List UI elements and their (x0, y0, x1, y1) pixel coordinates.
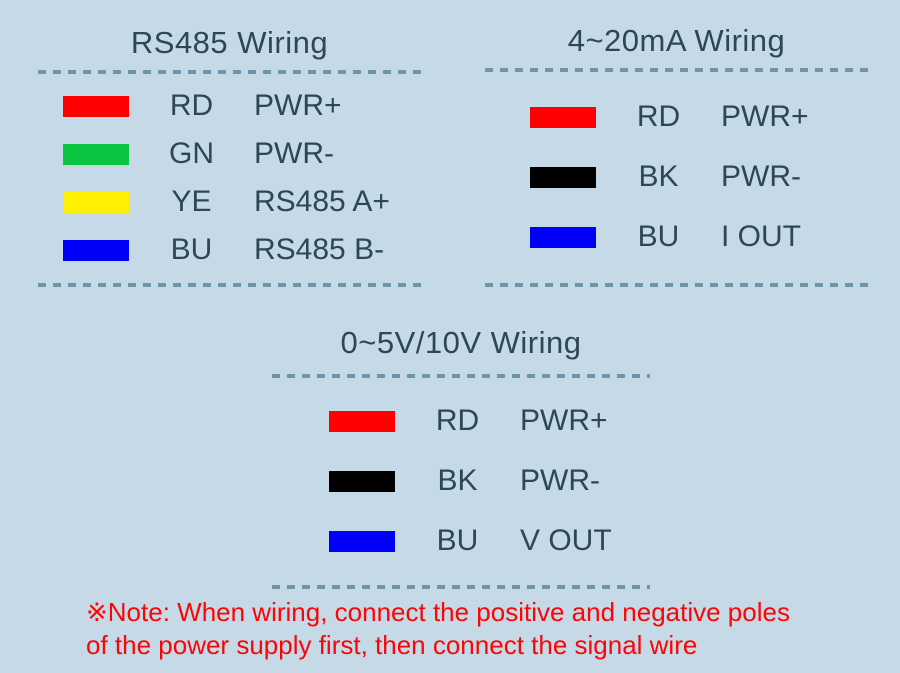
wire-row: RD PWR+ (272, 391, 650, 451)
wire-code: RD (435, 404, 480, 437)
wire-list: RD PWR+ BK PWR- BU I OUT (485, 87, 868, 267)
wire-color-swatch-red (63, 95, 129, 117)
wire-signal-label: RS485 A+ (254, 185, 390, 218)
dashed-divider (485, 283, 868, 287)
wire-list: RD PWR+ BK PWR- BU V OUT (272, 391, 650, 571)
wire-row: BU V OUT (272, 511, 650, 571)
wire-signal-label: RS485 B- (254, 233, 385, 266)
wire-signal-label: I OUT (721, 220, 801, 253)
wire-color-swatch-blue (63, 239, 129, 261)
wire-color-swatch-green (63, 143, 129, 165)
wire-color-swatch-yellow (63, 191, 129, 213)
wire-signal-label: PWR+ (721, 100, 809, 133)
wire-color-swatch-blue (530, 226, 596, 248)
section-0-5v-10v-wiring: 0~5V/10V Wiring RD PWR+ BK PWR- BU V OUT (272, 322, 650, 589)
section-title-4-20ma: 4~20mA Wiring (567, 23, 786, 58)
wire-signal-label: PWR+ (520, 404, 608, 437)
dashed-divider (38, 70, 421, 74)
wire-code: BU (637, 220, 680, 253)
wiring-note-line2: of the power supply first, then connect … (86, 630, 698, 660)
wire-signal-label: PWR- (721, 160, 801, 193)
section-rs485-wiring: RS485 Wiring RD PWR+ GN PWR- YE RS485 A+… (38, 22, 421, 287)
wire-code: BU (436, 524, 479, 557)
wire-color-swatch-blue (329, 530, 395, 552)
wire-code: YE (171, 185, 212, 218)
wiring-note-line1: ※Note: When wiring, connect the positive… (86, 597, 790, 627)
wire-row: RD PWR+ (485, 87, 868, 147)
dashed-divider (38, 283, 421, 287)
wire-code: BK (638, 160, 679, 193)
wire-row: BU I OUT (485, 207, 868, 267)
wiring-note: ※Note: When wiring, connect the positive… (86, 596, 790, 662)
wire-color-swatch-black (530, 166, 596, 188)
wire-row: BU RS485 B- (38, 226, 421, 274)
wire-code: RD (636, 100, 681, 133)
wire-color-swatch-black (329, 470, 395, 492)
wire-row: RD PWR+ (38, 82, 421, 130)
wire-code: BU (170, 233, 213, 266)
dashed-divider (485, 68, 868, 72)
wire-color-swatch-red (329, 410, 395, 432)
section-4-20ma-wiring: 4~20mA Wiring RD PWR+ BK PWR- BU I OUT (485, 20, 868, 287)
wire-signal-label: PWR- (254, 137, 334, 170)
wire-signal-label: V OUT (520, 524, 612, 557)
wire-signal-label: PWR- (520, 464, 600, 497)
wire-row: BK PWR- (485, 147, 868, 207)
dashed-divider (272, 374, 650, 378)
wire-code: BK (437, 464, 478, 497)
wire-list: RD PWR+ GN PWR- YE RS485 A+ BU RS485 B- (38, 82, 421, 274)
wire-color-swatch-red (530, 106, 596, 128)
dashed-divider (272, 585, 650, 589)
wire-code: GN (169, 137, 214, 170)
wire-signal-label: PWR+ (254, 89, 342, 122)
wire-row: BK PWR- (272, 451, 650, 511)
section-title-rs485: RS485 Wiring (130, 25, 329, 60)
section-title-0-5v-10v: 0~5V/10V Wiring (340, 325, 582, 360)
wire-row: GN PWR- (38, 130, 421, 178)
wire-row: YE RS485 A+ (38, 178, 421, 226)
wire-code: RD (169, 89, 214, 122)
